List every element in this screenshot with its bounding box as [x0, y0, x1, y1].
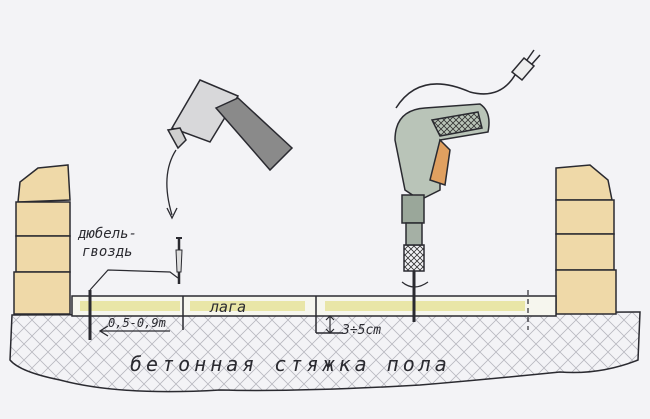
- gap-arrow: [325, 315, 335, 334]
- dowel-nail-label-line2: гвоздь: [82, 244, 133, 260]
- dowel-nail-label-line1: дюбель-: [78, 226, 138, 242]
- left-brick-wall: [13, 164, 71, 315]
- joist-board: [71, 290, 557, 334]
- drill-icon: [394, 74, 516, 322]
- right-brick-wall: [555, 164, 617, 315]
- label-pointer: [89, 269, 179, 291]
- gap-label: 3÷5cm: [342, 323, 382, 338]
- spacing-label: 0,5-0,9m: [108, 316, 166, 330]
- concrete-screed: [9, 311, 641, 393]
- spacing-arrow: [98, 325, 170, 337]
- strike-arrow: [166, 149, 178, 220]
- hammer-icon: [166, 79, 294, 172]
- dowel-nail-icon: [175, 237, 183, 284]
- joist-label: лага: [210, 298, 247, 316]
- screed-label: бетонная стяжка пола: [130, 352, 451, 376]
- plug-icon: [510, 49, 541, 82]
